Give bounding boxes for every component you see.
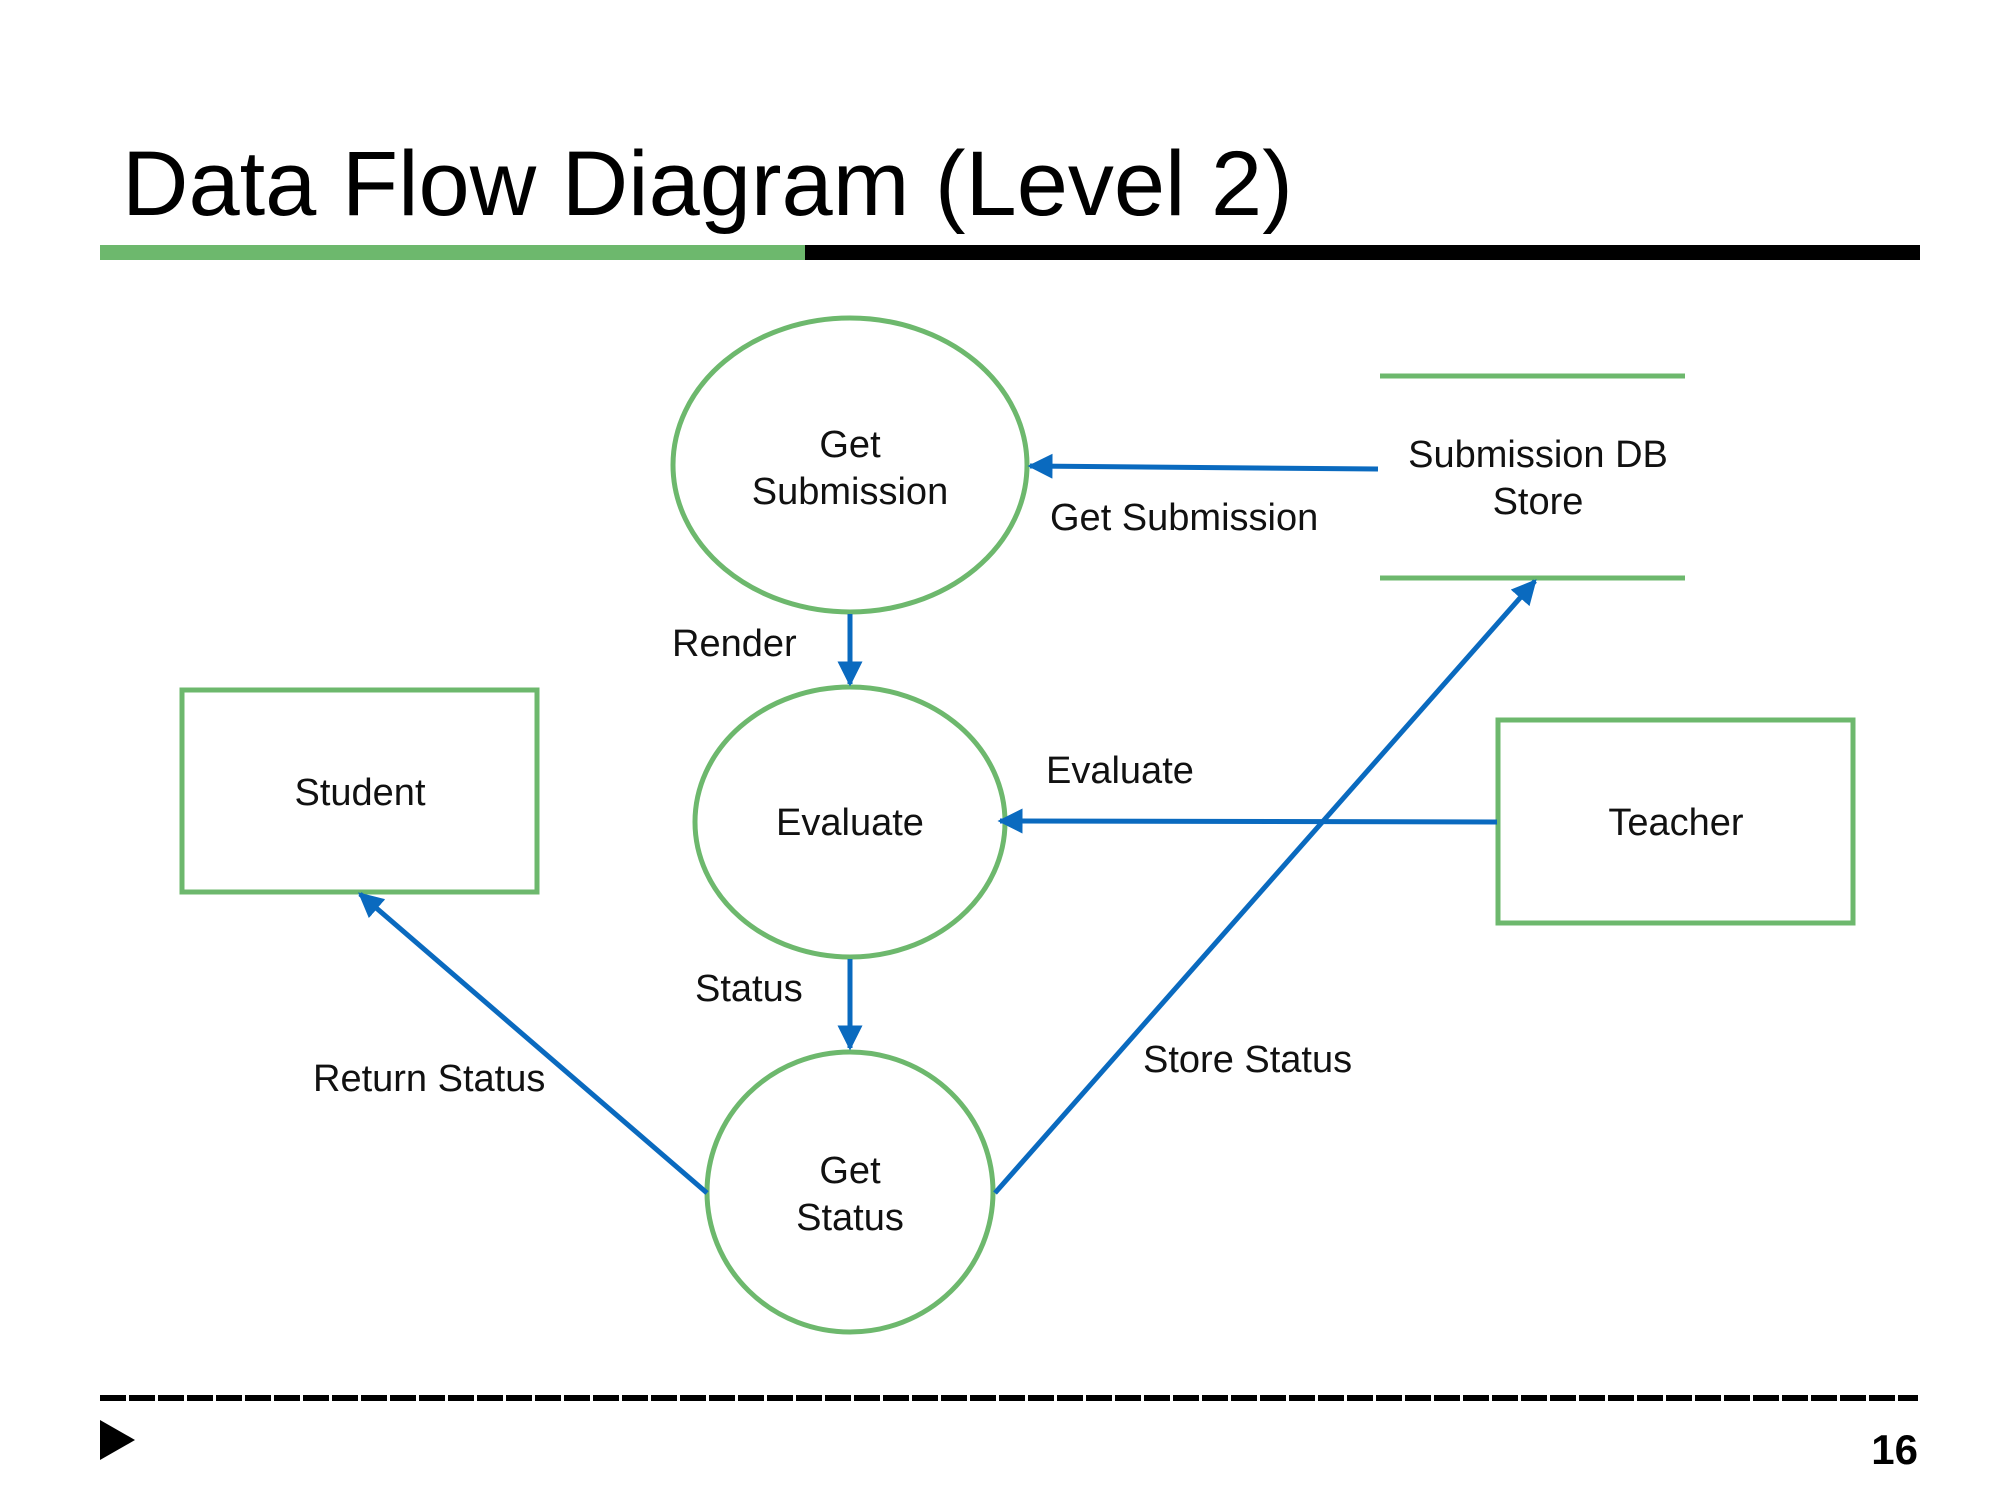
process-evaluate: Evaluate (692, 684, 1008, 960)
process-get-submission-label-line2: Submission (752, 471, 948, 513)
process-get-submission-label-line1: Get (819, 424, 881, 466)
data-store-label-line2: Store (1493, 481, 1584, 523)
entity-student-box (179, 687, 540, 895)
page-number: 16 (1871, 1426, 1918, 1473)
flow-evaluate-label: Evaluate (1046, 750, 1194, 792)
flow-get-submission-arrow (1027, 453, 1379, 479)
process-get-status-label-line2: Status (796, 1197, 904, 1239)
entity-student: Student (179, 687, 540, 895)
flow-status-label: Status (695, 968, 803, 1010)
entity-student-label: Student (295, 772, 426, 814)
title-bar-accent (100, 245, 805, 260)
entity-teacher: Teacher (1495, 717, 1856, 926)
process-get-status: Get Status (704, 1049, 996, 1335)
process-get-submission: Get Submission (670, 315, 1030, 615)
slide-title: Data Flow Diagram (Level 2) (122, 133, 1293, 235)
process-get-status-circle (704, 1049, 996, 1335)
process-get-status-label-line1: Get (819, 1150, 881, 1192)
data-store-submission-db: Submission DB Store (1380, 373, 1685, 581)
flow-store-status-arrow (993, 579, 1537, 1195)
flow-return-status-label: Return Status (313, 1058, 545, 1100)
flow-evaluate-arrow (997, 808, 1498, 834)
flow-get-submission-label: Get Submission (1050, 497, 1318, 539)
title-bar-dark (805, 245, 1920, 260)
flow-store-status-label: Store Status (1143, 1039, 1352, 1081)
entity-teacher-box (1495, 717, 1856, 926)
flow-render-label: Render (672, 623, 797, 665)
entity-teacher-label: Teacher (1608, 802, 1744, 844)
data-store-label-line1: Submission DB (1408, 434, 1668, 476)
process-evaluate-label: Evaluate (776, 802, 924, 844)
process-get-submission-circle (670, 315, 1030, 615)
flow-return-status-arrow (358, 892, 709, 1195)
play-icon (100, 1420, 135, 1460)
